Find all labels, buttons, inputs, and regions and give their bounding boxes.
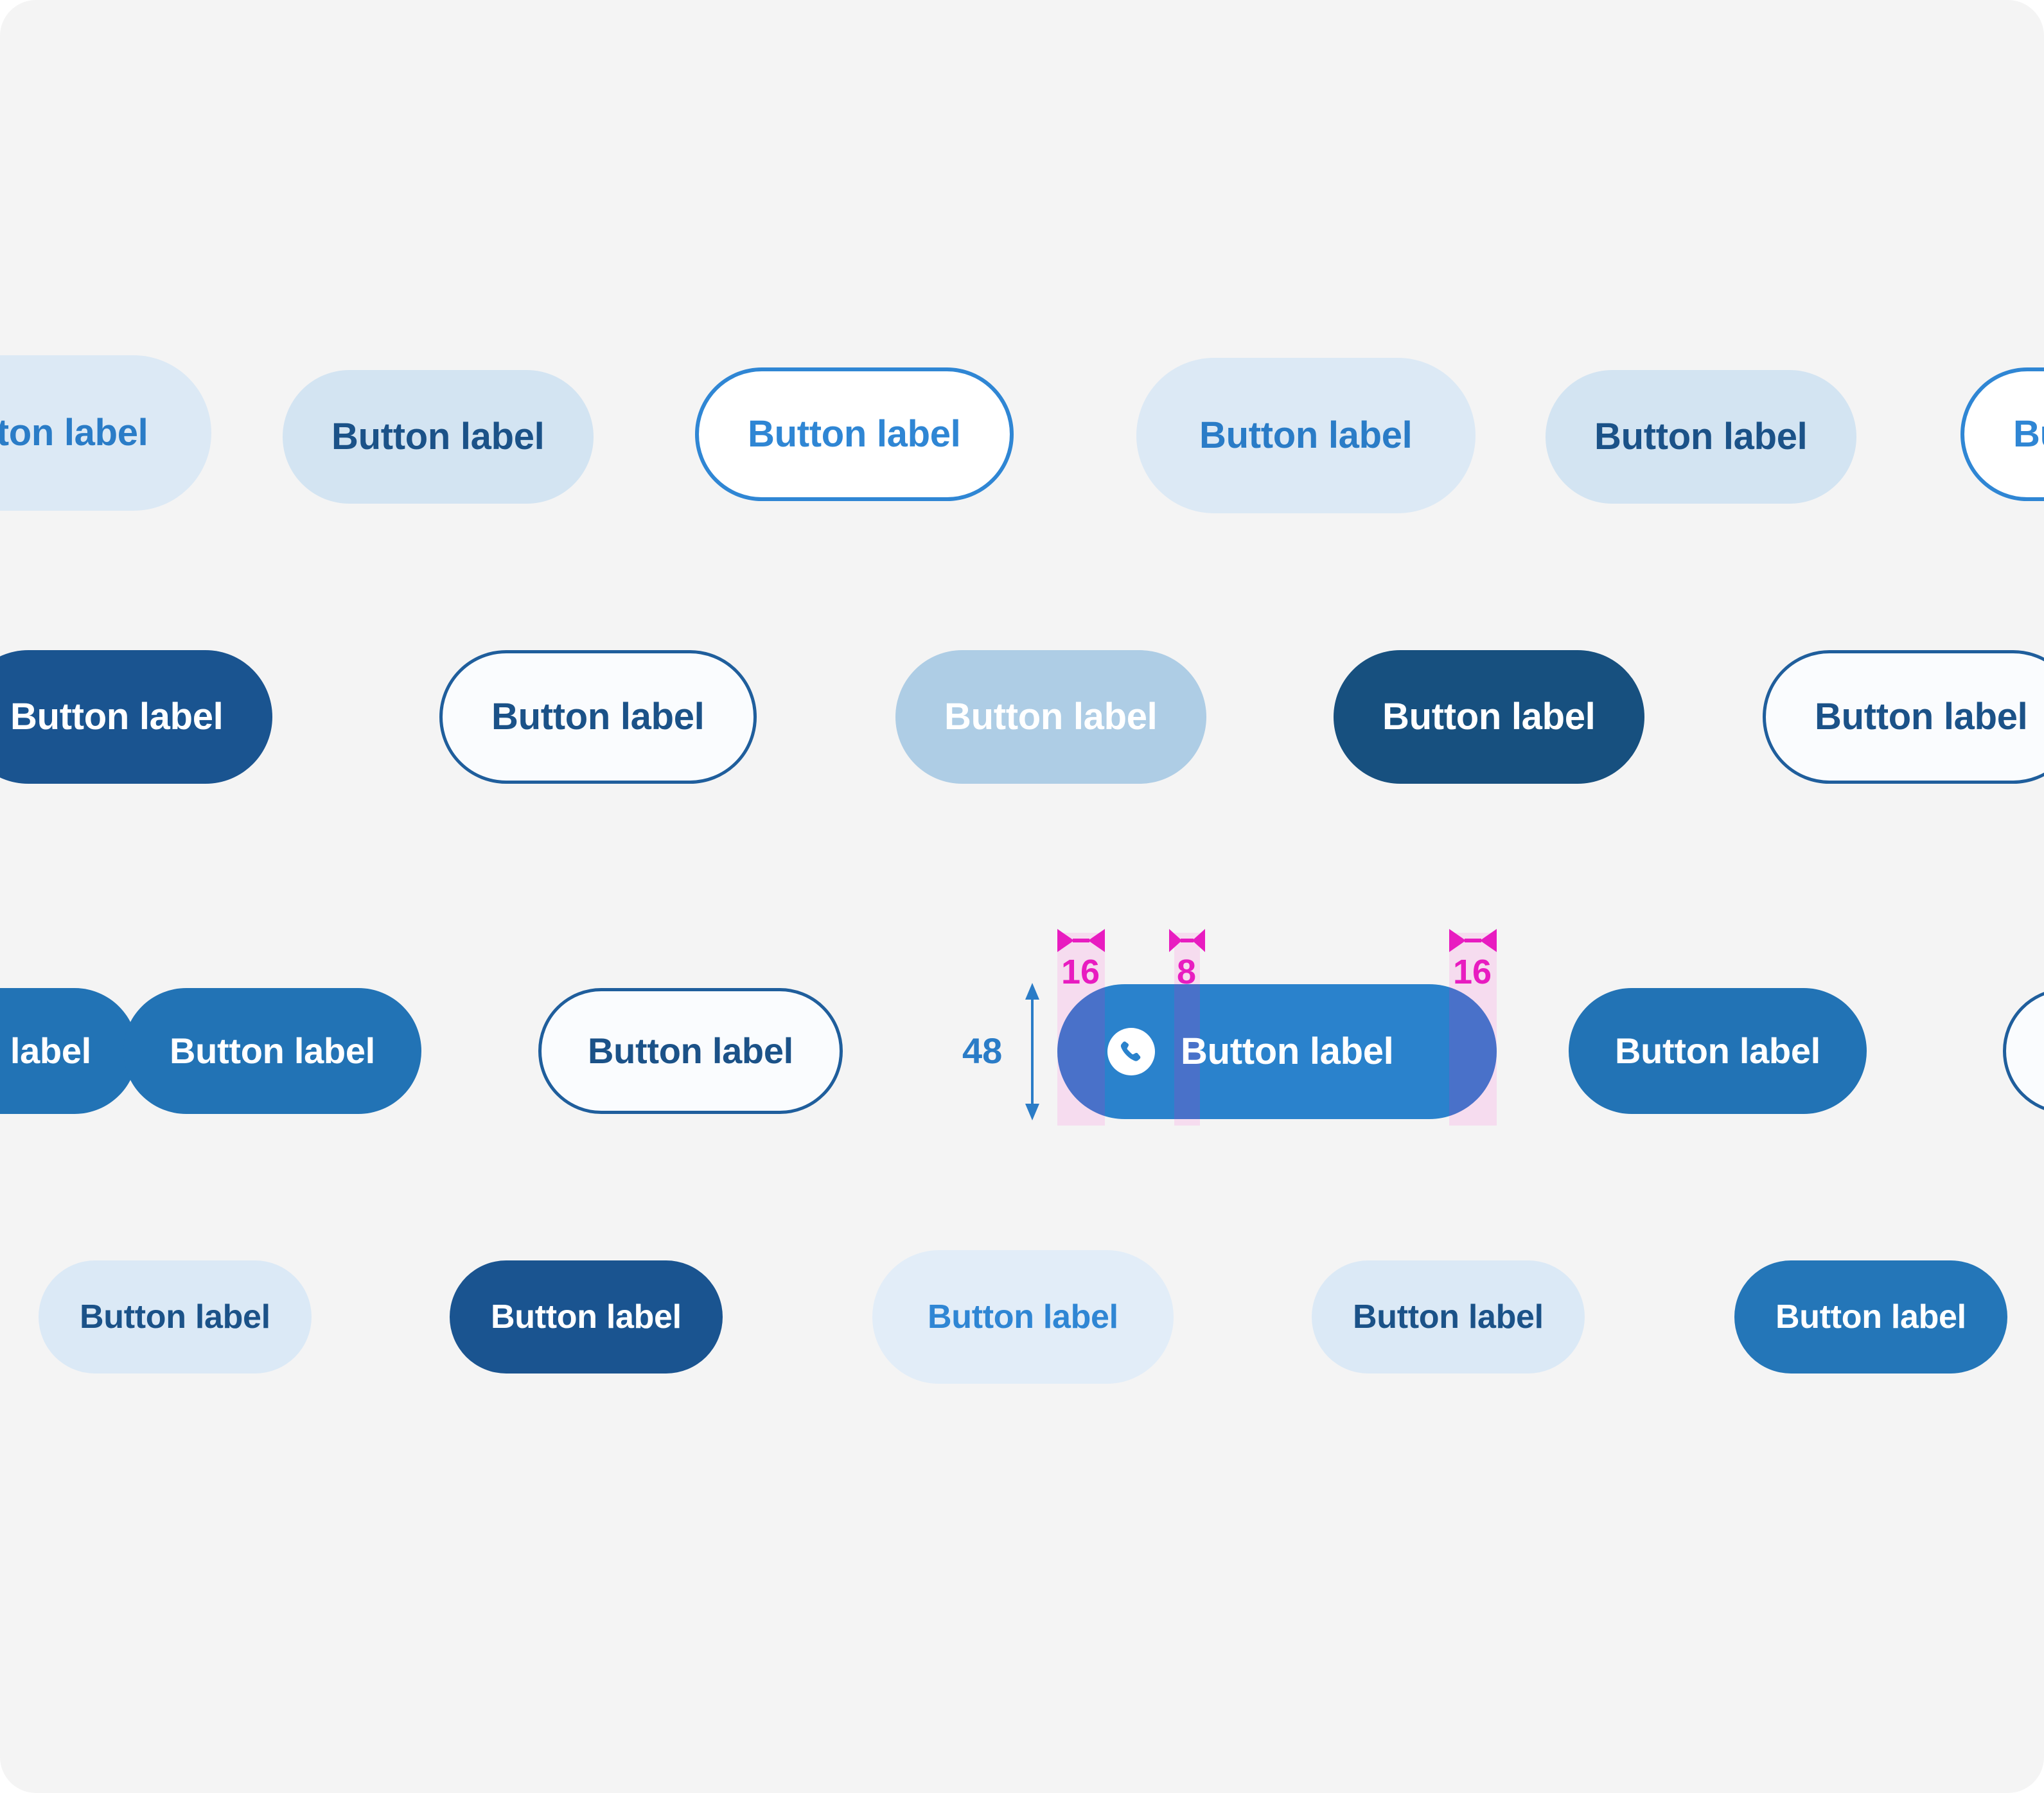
button-label: Button label [80,1298,270,1336]
measure-value-padding-right: 16 [1453,953,1492,991]
button-label: Button label [748,413,961,455]
button-label: Button label [1382,696,1596,738]
button-row3-1[interactable]: Button label [123,988,421,1114]
button-label: Button label [1353,1298,1544,1336]
button-row1-4[interactable]: Button label [1136,358,1475,513]
button-label: Button label [2013,413,2044,455]
button-row3-5[interactable]: Button label [2003,988,2044,1114]
button-row4-3[interactable]: Button label [872,1250,1174,1384]
button-row3-3-measured[interactable]: Button label [1057,984,1497,1119]
button-row2-3: Button label [895,650,1206,784]
button-row2-4[interactable]: Button label [1334,650,1644,784]
button-row1-3[interactable]: Button label [695,367,1014,501]
button-label: Button label [1181,1030,1394,1072]
button-row4-5[interactable]: Button label [1734,1260,2007,1373]
button-row1-6[interactable]: Button label [1960,367,2044,501]
button-label: Button label [588,1030,793,1071]
button-row1-2[interactable]: Button label [283,370,594,504]
button-label: Button label [1815,696,2028,738]
measure-value-gap: 8 [1177,953,1197,991]
button-row3-2[interactable]: Button label [538,988,843,1114]
button-row3-4[interactable]: Button label [1569,988,1867,1114]
button-row1-1[interactable]: Button label [0,355,211,511]
spec-button-wrapper: Button label [1057,984,1497,1119]
measure-arrow-height [1023,983,1042,1120]
button-row4-4[interactable]: Button label [1312,1260,1585,1373]
button-label: Button label [491,696,705,738]
button-label: Button label [1775,1298,1966,1336]
button-label: Button label [928,1298,1118,1336]
button-label: Button label [331,416,545,457]
button-label: Button label [491,1298,682,1336]
button-label: Button label [1199,414,1413,456]
button-row4-1[interactable]: Button label [39,1260,312,1373]
button-row4-2[interactable]: Button label [450,1260,723,1373]
padding-overlay-right [1449,984,1497,1119]
phone-icon [1107,1028,1155,1075]
button-label: Button label [0,412,148,454]
button-label: Button label [0,1030,91,1071]
button-label: Button label [1615,1030,1820,1071]
padding-overlay-left [1057,984,1105,1119]
button-row2-1[interactable]: Button label [0,650,272,784]
measure-value-height: 48 [962,1030,1003,1071]
button-row1-5[interactable]: Button label [1546,370,1856,504]
button-label: Button label [10,696,224,738]
button-row2-2[interactable]: Button label [439,650,757,784]
button-label: Button label [170,1030,375,1071]
button-row2-5[interactable]: Button label [1763,650,2044,784]
measure-value-padding-left: 16 [1061,953,1100,991]
button-label: Button label [944,696,1158,738]
button-row3-0[interactable]: Button label [0,988,137,1114]
button-label: Button label [1594,416,1808,457]
